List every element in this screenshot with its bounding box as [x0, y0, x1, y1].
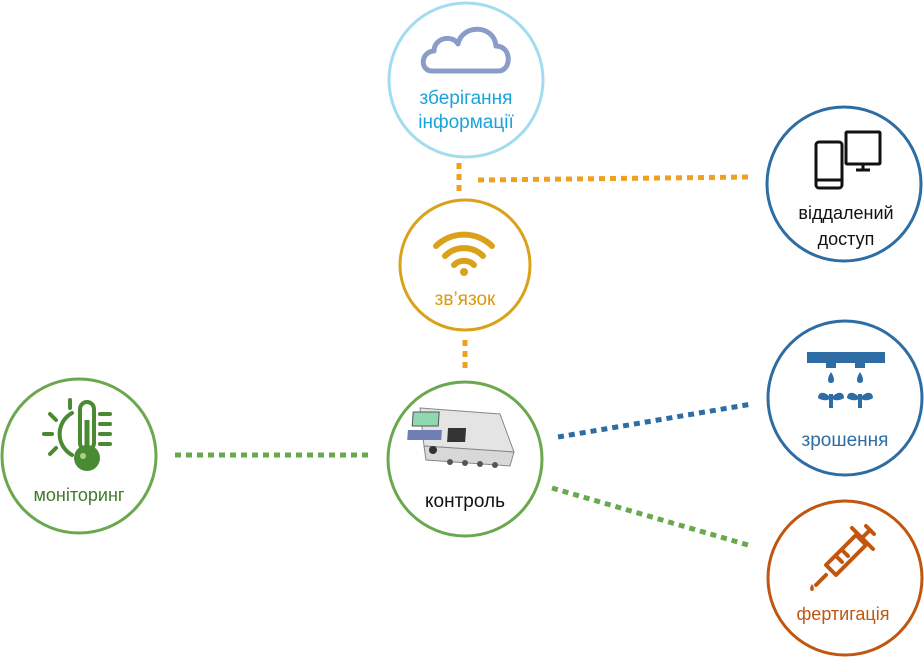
syringe-drop — [810, 584, 814, 591]
node-remote: віддалений доступ — [765, 105, 923, 263]
thermometer-bulb-shine — [80, 453, 86, 459]
node-storage-circle — [387, 1, 545, 159]
connector-to-remote — [477, 174, 753, 183]
thermometer-bulb — [74, 445, 100, 471]
node-connection-circle — [398, 198, 532, 332]
node-fertigation: фертигація — [766, 499, 924, 657]
node-remote-circle — [765, 105, 923, 263]
sprinkler-icon — [807, 352, 885, 408]
connector-control-fertigation — [551, 485, 749, 548]
connector-control-irrigation — [557, 401, 753, 440]
wifi-icon — [433, 231, 495, 268]
node-remote-label-line1: віддалений — [798, 203, 893, 223]
node-storage-label-line2: інформації — [418, 112, 514, 133]
node-control-label: контроль — [425, 491, 505, 512]
syringe-icon — [814, 524, 876, 587]
node-monitoring-label: моніторинг — [34, 485, 125, 505]
node-connection-label: зв’язок — [435, 289, 496, 310]
node-remote-label-line2: доступ — [818, 229, 875, 249]
node-storage: зберігання інформації — [387, 1, 545, 159]
wifi-dot — [460, 268, 468, 276]
controller-device-icon — [407, 407, 515, 468]
node-irrigation-label: зрошення — [802, 430, 889, 451]
connectors — [175, 163, 753, 548]
node-monitoring: моніторинг — [0, 377, 158, 535]
node-fertigation-circle — [766, 499, 924, 657]
devices-icon — [814, 130, 882, 190]
thermometer-sun-icon — [42, 398, 112, 457]
node-control: контроль — [386, 380, 544, 538]
node-storage-label-line1: зберігання — [420, 88, 513, 109]
node-irrigation-circle — [766, 319, 924, 477]
node-connection: зв’язок — [398, 198, 532, 332]
node-fertigation-label: фертигація — [797, 604, 890, 624]
cloud-icon — [420, 26, 511, 74]
node-irrigation: зрошення — [766, 319, 924, 477]
